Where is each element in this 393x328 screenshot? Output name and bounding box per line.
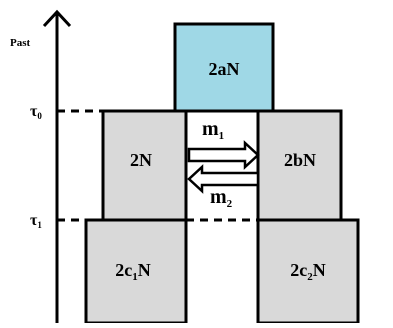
migration-m1-label: m1 [202,118,224,142]
axis-arrow-icon [42,9,72,28]
axis-label-past: Past [10,37,31,49]
population-c2 [256,218,360,325]
population-c2-label: 2c2N [290,260,326,283]
tau1-label: τ1 [30,212,42,230]
population-2bn [256,109,343,222]
migration-arrow-left-icon [187,164,260,194]
population-2n [101,109,188,222]
migration-arrow-right-icon [187,140,260,170]
migration-m2-label: m2 [210,186,233,210]
population-ancestral [173,22,275,113]
population-2n-label: 2N [130,150,152,170]
ancestral-label: 2aN [209,59,240,79]
population-2bn-label: 2bN [284,150,316,170]
tau0-label: τ0 [30,103,42,121]
population-c1 [84,218,188,325]
population-c1-label: 2c1N [115,260,151,283]
